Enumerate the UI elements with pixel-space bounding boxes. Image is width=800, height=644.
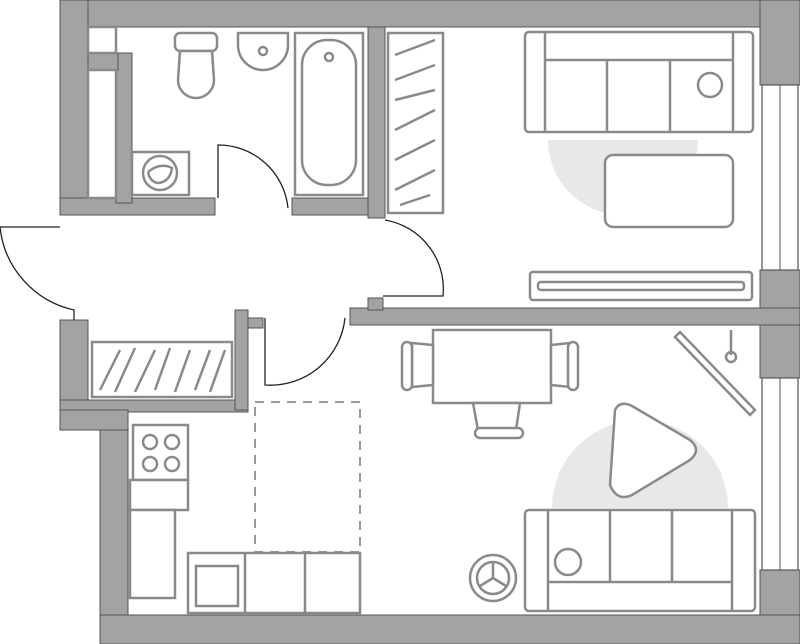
sofa-living [523, 30, 755, 134]
washing-machine-icon [130, 150, 191, 197]
tv-icon [673, 330, 757, 417]
robot-vacuum-icon [468, 553, 518, 603]
kitchen-zone-boundary [254, 401, 361, 553]
stove-icon [131, 423, 190, 482]
walls [59, 0, 800, 644]
sink-icon [236, 31, 290, 72]
living-door[interactable] [383, 219, 444, 297]
window-bedroom [761, 377, 799, 571]
fridge [128, 508, 177, 600]
wardrobe-hall [386, 31, 445, 215]
sofa-bedroom [523, 508, 757, 613]
cat-icon-bedroom [553, 547, 583, 577]
dining-table [400, 328, 580, 440]
utility-cabinet [86, 68, 118, 200]
ottoman-triangle [608, 402, 698, 499]
niche [86, 25, 118, 55]
wardrobe-pantry [90, 340, 234, 399]
entrance-door[interactable] [0, 226, 75, 320]
coffee-table [603, 153, 735, 229]
counter-left [128, 478, 190, 512]
cat-icon [696, 71, 724, 99]
toilet-icon [173, 31, 219, 100]
tv-stand [528, 270, 754, 302]
bathroom-door[interactable] [217, 144, 289, 209]
kitchen-counter [186, 551, 362, 615]
bedroom-door[interactable] [264, 317, 346, 386]
bathtub-icon [293, 31, 365, 197]
window-living [761, 84, 799, 271]
